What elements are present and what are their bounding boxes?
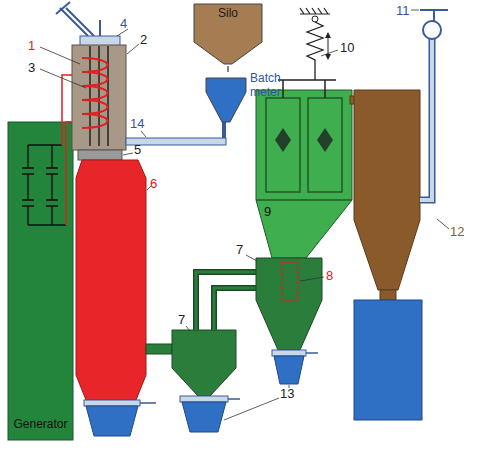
callout-number: 14 [130,116,144,131]
gas-duct [196,272,256,330]
exhaust-duct [420,10,448,200]
silo-hopper: Silo [192,2,264,66]
callout-number: 13 [280,386,294,401]
callout-number: 11 [396,3,410,18]
reactor-neck [78,150,122,160]
callout-number: 3 [28,60,35,75]
leader-line [40,47,80,64]
leader-line [411,10,419,11]
exhaust-stack [420,10,448,21]
callout-number: 5 [134,142,141,157]
leader-line [246,255,257,261]
leader-line [141,131,146,137]
gas-duct [196,272,256,330]
leader-line [123,153,133,155]
batch-meter-outline [206,78,246,122]
callout-number: 12 [450,224,464,239]
shaker-spring [312,16,318,22]
gas-duct [146,344,172,354]
reactor-head [72,45,126,150]
shaker-spring [278,80,336,98]
scrubber-tower [354,90,420,290]
bag-filter [275,128,333,152]
shaker-spring [278,8,336,98]
leader-line [321,50,338,56]
feed-pipe [222,122,226,138]
generator-cabinet [8,122,73,440]
inductor-coil [82,58,108,128]
feed-lance [56,2,94,36]
node-label: Generator [13,418,67,432]
callout-number: 9 [264,204,271,219]
callout-number: 2 [140,32,147,47]
exhaust-duct [420,38,432,200]
callout-number: 7 [236,242,243,257]
leader-line [224,398,279,420]
discharge-valve [140,402,156,404]
generator-box: Generator [8,122,73,440]
cyclone [256,258,322,350]
exhaust-fan [423,21,441,39]
discharge-valve [272,350,306,356]
reactor-body [76,160,146,400]
feed-lance [99,20,101,36]
bag-filter [256,90,352,258]
batch-meter: Batch meter [204,72,294,128]
discharge-valve [84,400,156,406]
discharge-valve [306,352,318,354]
generator-cabinet [8,122,73,440]
discharge-valve [180,396,228,402]
collection-bin [86,406,138,436]
discharge-valve [272,350,318,356]
collection-tank [354,300,422,420]
shaker-spring [325,32,331,60]
tower-neck [380,290,396,300]
callout-number: 1 [28,38,35,53]
callout-number: 8 [326,268,333,283]
feed-lance [56,2,100,36]
collection-bin [274,356,304,384]
callout-number: 7 [178,312,185,327]
leader-line [40,69,86,88]
gas-duct [196,272,256,330]
callout-number: 6 [150,176,157,191]
leader-line [186,326,190,331]
discharge-valve [180,396,240,402]
feed-line [227,66,228,72]
discharge-valve [228,398,240,400]
leader-line [300,277,324,281]
cyclone [172,330,236,396]
reactor-head [72,45,126,150]
exhaust-duct [420,38,432,200]
bag-filter [256,90,352,258]
silo-hopper-outline [194,4,262,64]
shaker-spring [300,8,330,14]
leader-line [40,10,449,420]
leader-line [127,44,139,54]
bag-filter [256,199,352,201]
capacitor-symbol [22,145,66,225]
leader-line [437,219,449,229]
collection-bin [182,402,226,432]
shaker-spring [307,22,323,80]
node-label: Silo [218,7,238,21]
callout-number: 10 [340,40,354,55]
callout-number: 4 [120,16,127,31]
node-label: Batch meter [250,72,290,100]
inner-tube [282,262,298,300]
discharge-valve [84,400,140,406]
